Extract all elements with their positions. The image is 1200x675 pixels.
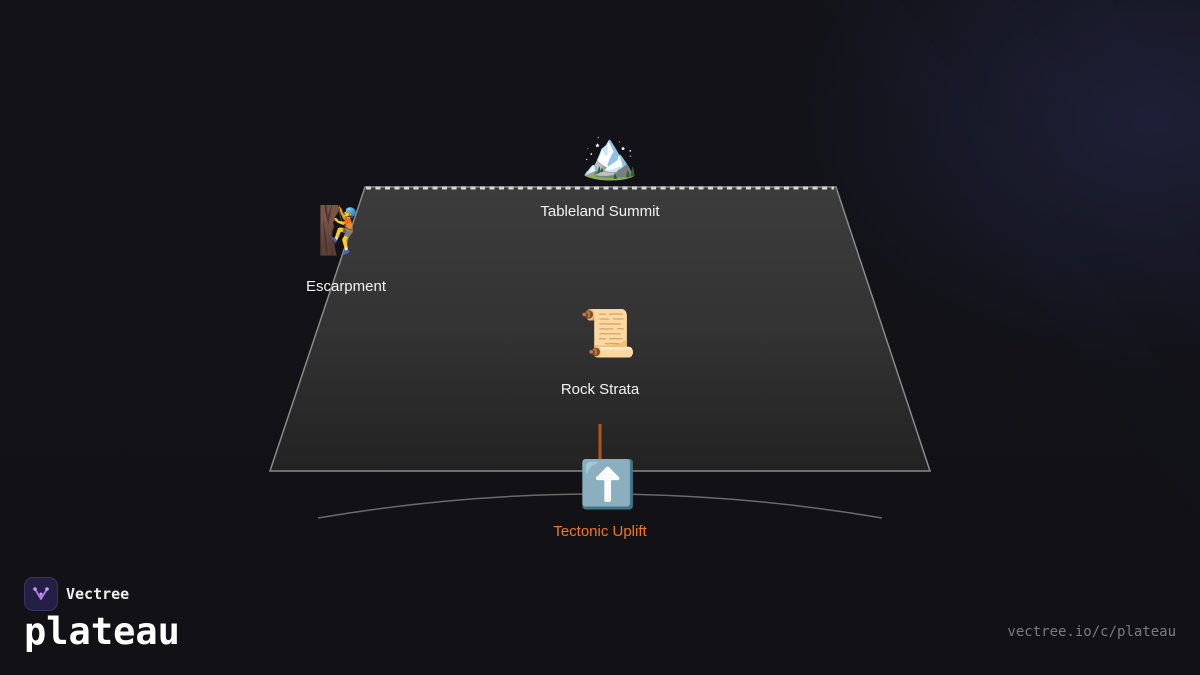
snow-capped-mountain-icon: 🏔️ [581,128,639,182]
page-title: plateau [24,610,180,653]
strata-label: Rock Strata [560,381,640,398]
escarpment-label: Escarpment [305,278,387,295]
plateau-shape [268,186,932,472]
person-climbing-icon: 🧗 [317,203,375,257]
page-url[interactable]: vectree.io/c/plateau [1007,624,1176,640]
uplift-label: Tectonic Uplift [553,523,647,540]
scroll-icon: 📜 [579,306,637,360]
summit-label: Tableland Summit [540,203,660,220]
brand-name: Vectree [66,585,130,603]
vectree-logo-icon [24,577,58,611]
base-curve [317,493,883,519]
up-arrow-icon: ⬆️ [579,457,637,511]
brand: Vectree [24,577,129,611]
